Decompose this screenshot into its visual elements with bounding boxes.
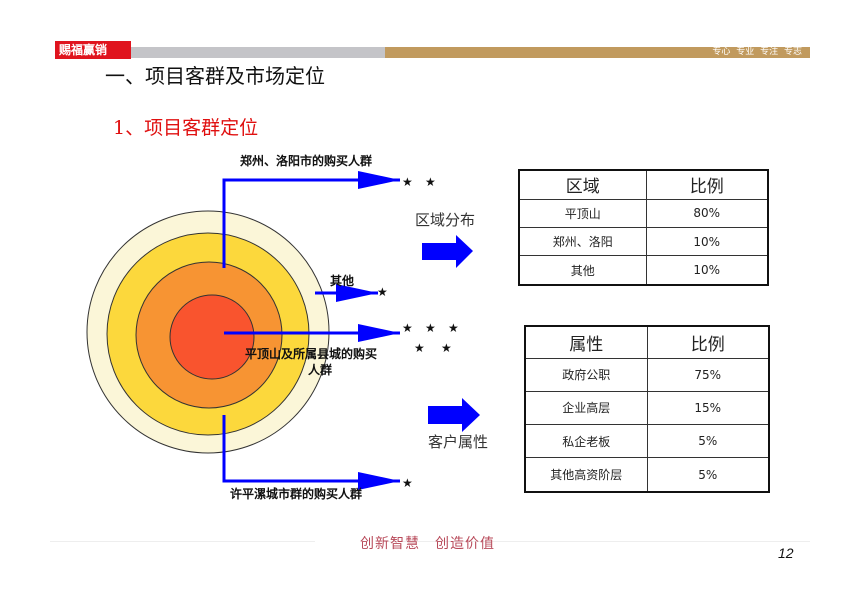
logo: 赐福赢销 bbox=[55, 41, 131, 59]
block-arrow-attribute-icon bbox=[428, 398, 480, 432]
star-icon: ★ bbox=[448, 321, 459, 335]
star-icon: ★ bbox=[414, 341, 425, 355]
arrow-top bbox=[222, 171, 400, 268]
star-icon: ★ bbox=[425, 321, 436, 335]
label-center-1: 平顶山及所属县城的购买 bbox=[245, 346, 377, 361]
page-number: 12 bbox=[778, 545, 794, 561]
footer-slogan: 创新智慧 创造价值 bbox=[360, 536, 495, 552]
star-icon: ★ bbox=[377, 285, 388, 299]
table-header: 区域 bbox=[518, 169, 647, 200]
star-icon: ★ bbox=[441, 341, 452, 355]
customer-attribute-label: 客户属性 bbox=[428, 433, 489, 451]
table-header: 比例 bbox=[645, 169, 769, 200]
cell: 政府公职 bbox=[524, 357, 648, 392]
section-subtitle: 1、项目客群定位 bbox=[113, 117, 259, 139]
table-header: 比例 bbox=[646, 325, 770, 359]
cell: 75% bbox=[646, 357, 770, 392]
star-icon: ★ bbox=[402, 321, 413, 335]
cell: 郑州、洛阳 bbox=[518, 226, 647, 257]
cell: 私企老板 bbox=[524, 424, 648, 459]
table-header: 属性 bbox=[524, 325, 648, 359]
label-top: 郑州、洛阳市的购买人群 bbox=[240, 153, 372, 168]
cell: 10% bbox=[645, 255, 769, 286]
cell: 平顶山 bbox=[518, 198, 647, 228]
star-icon: ★ bbox=[425, 175, 436, 189]
cell: 10% bbox=[645, 226, 769, 257]
page-title: 一、项目客群及市场定位 bbox=[105, 64, 325, 88]
arrow-bottom bbox=[222, 415, 400, 490]
cell: 企业高层 bbox=[524, 390, 648, 426]
region-distribution-label: 区域分布 bbox=[415, 211, 476, 229]
cell: 5% bbox=[646, 424, 770, 459]
cell: 15% bbox=[646, 390, 770, 426]
label-bottom: 许平漯城市群的购买人群 bbox=[230, 486, 362, 501]
cell: 80% bbox=[645, 198, 769, 228]
header-bar-gray bbox=[131, 47, 385, 58]
star-icon: ★ bbox=[402, 175, 413, 189]
block-arrow-region-icon bbox=[422, 235, 473, 268]
label-other: 其他 bbox=[330, 273, 354, 288]
star-icon: ★ bbox=[402, 476, 413, 490]
cell: 其他高资阶层 bbox=[524, 457, 648, 493]
cell: 其他 bbox=[518, 255, 647, 286]
footer-divider-left bbox=[50, 541, 315, 542]
label-center-2: 人群 bbox=[308, 362, 332, 377]
cell: 5% bbox=[646, 457, 770, 493]
footer-divider-right bbox=[383, 541, 810, 542]
header-bar-slogan: 专心 专业 专注 专志 bbox=[385, 47, 810, 58]
core-red bbox=[169, 294, 255, 380]
